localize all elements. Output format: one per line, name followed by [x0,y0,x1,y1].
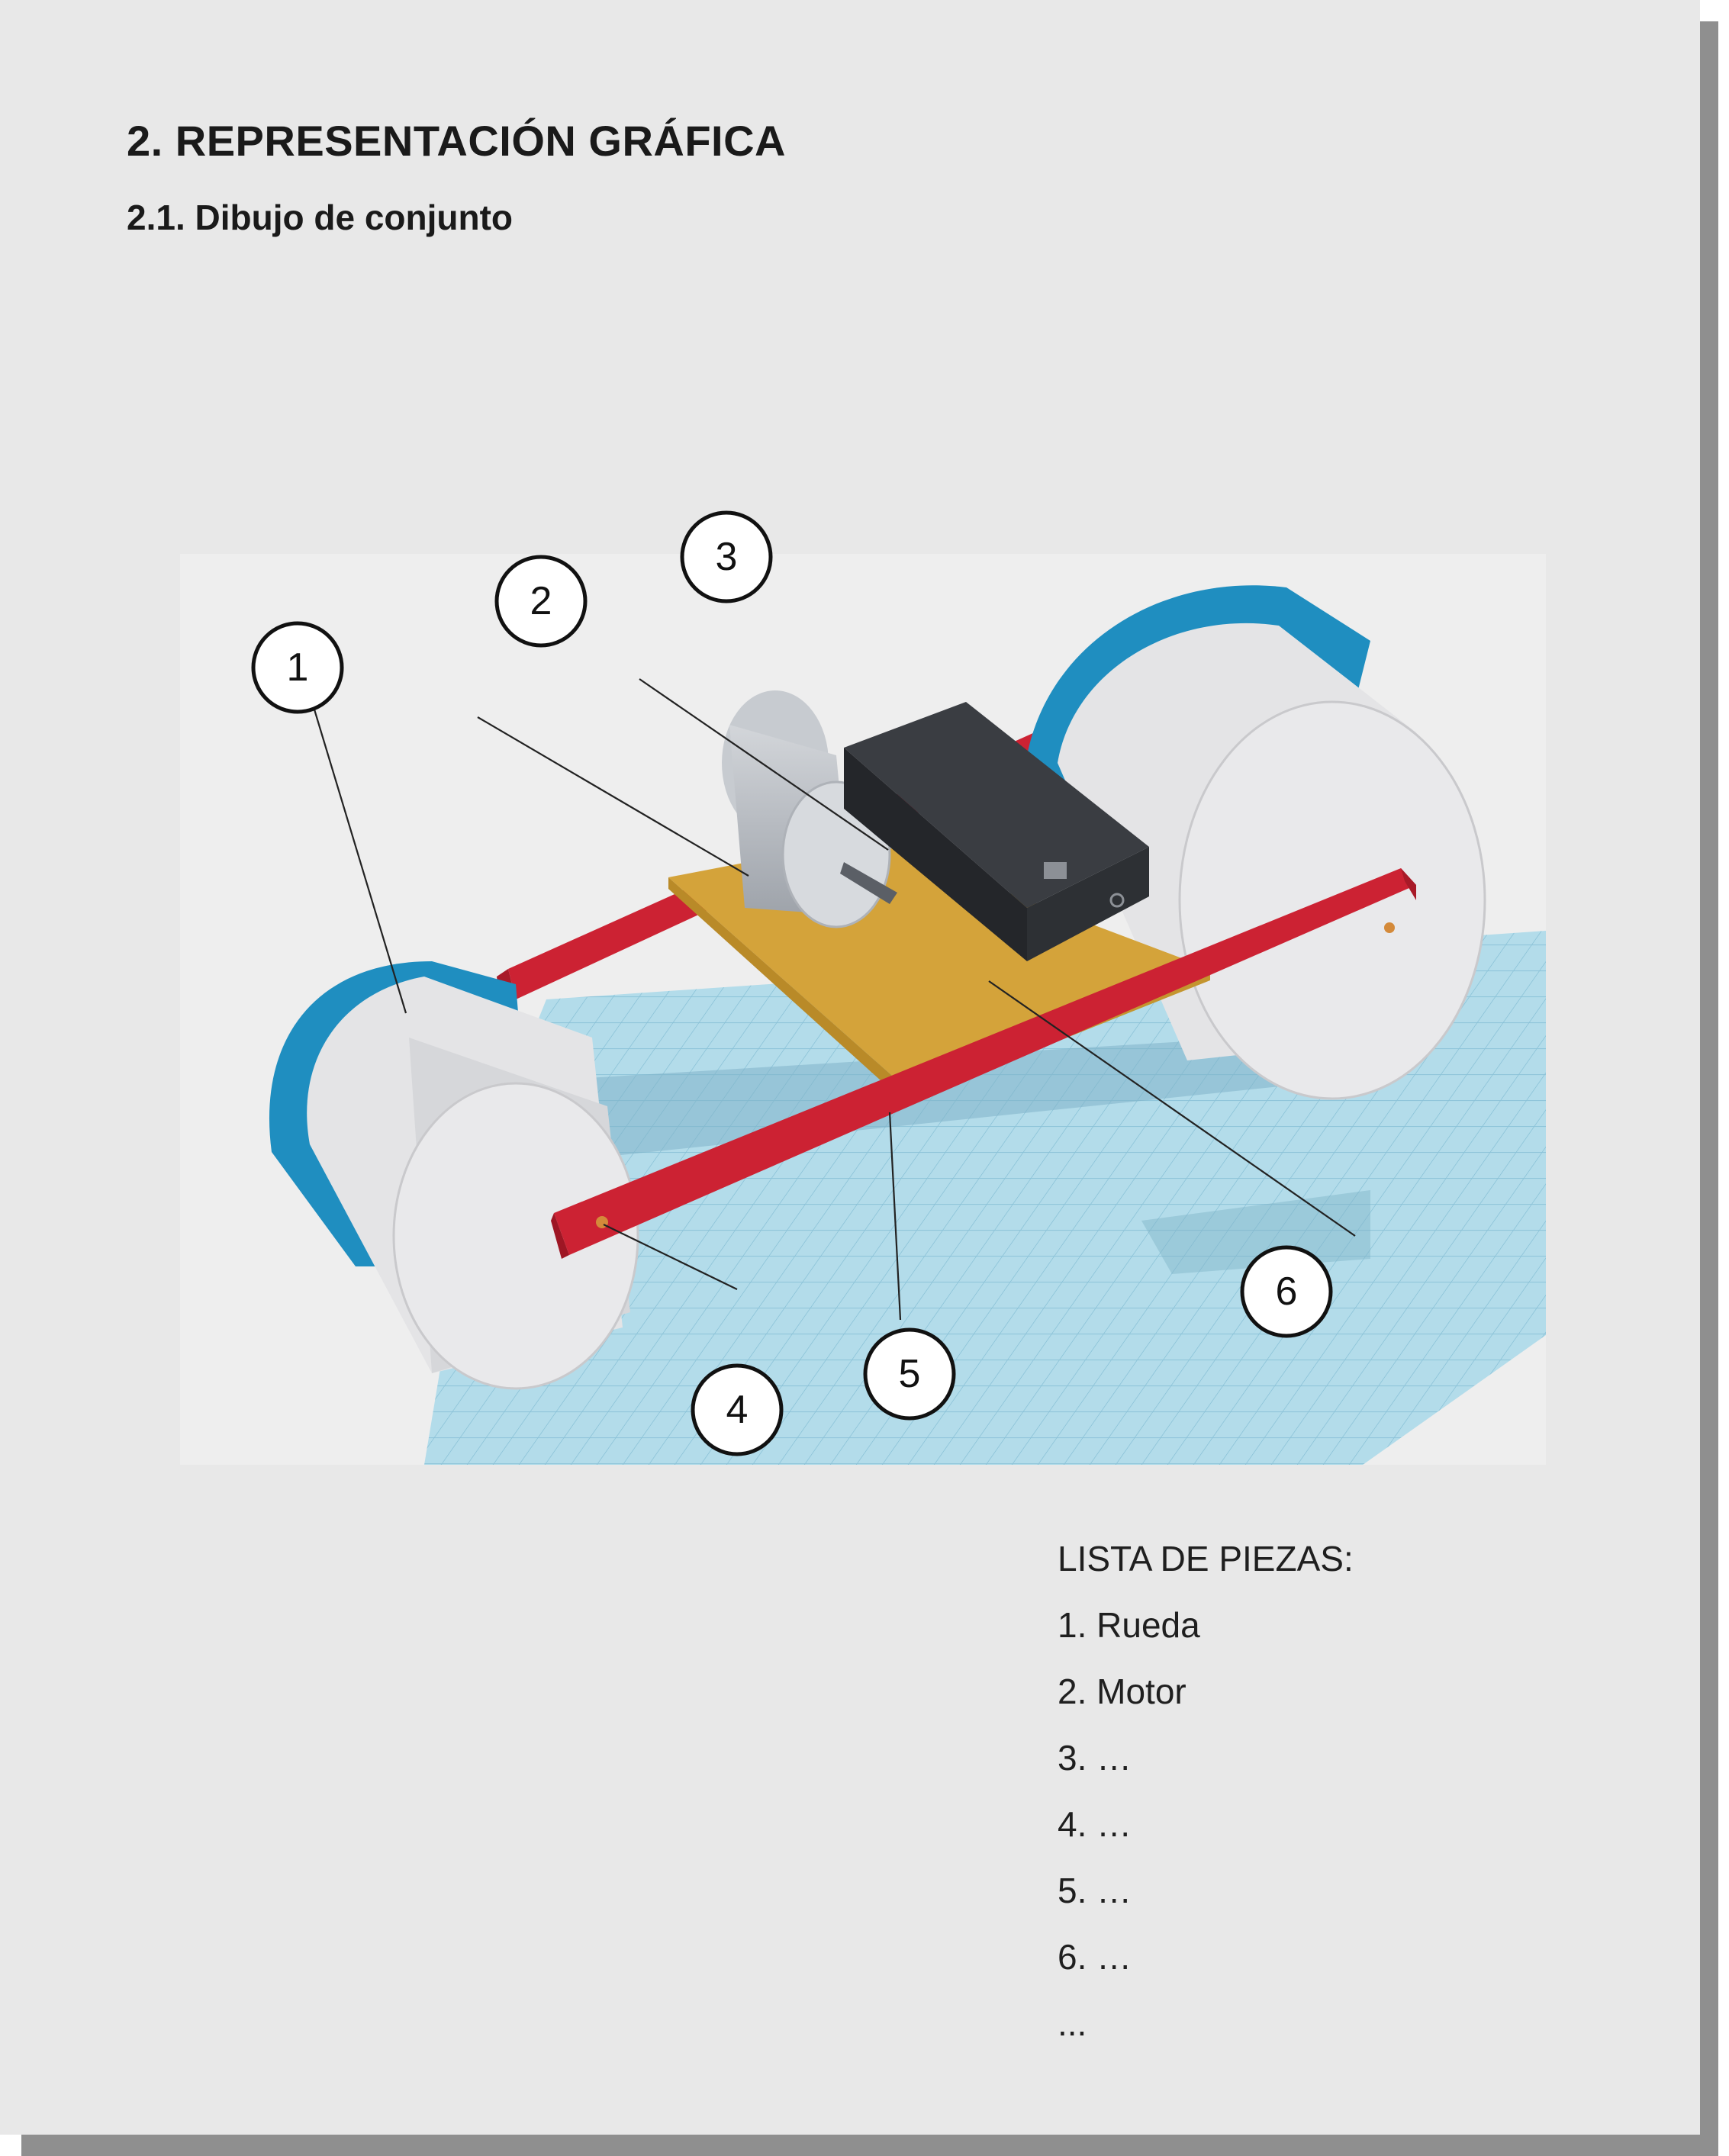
callout-2: 2 [494,555,588,648]
parts-list-title: LISTA DE PIEZAS: [1058,1539,1354,1578]
svg-text:3: 3 [716,535,738,579]
callout-5: 5 [863,1327,956,1421]
svg-text:4: 4 [726,1388,749,1432]
callout-1: 1 [251,621,344,714]
svg-text:1: 1 [287,645,309,690]
page-shadow-bottom [21,2135,1718,2156]
parts-list-item: 4. … [1058,1804,1132,1844]
assembly-drawing: 1 2 3 4 5 6 [180,510,1546,1465]
document-page: 2. REPRESENTACIÓN GRÁFICA 2.1. Dibujo de… [0,0,1700,2135]
parts-list-item: 5. … [1058,1871,1132,1910]
parts-list-item: 3. … [1058,1738,1132,1778]
front-frame-rail [551,868,1416,1259]
svg-text:6: 6 [1276,1269,1298,1314]
subsection-heading: 2.1. Dibujo de conjunto [127,198,513,237]
motor [722,690,897,928]
svg-text:5: 5 [899,1352,921,1396]
section-heading: 2. REPRESENTACIÓN GRÁFICA [127,117,786,165]
parts-list-ellipsis: ... [1058,2003,1087,2043]
callout-6: 6 [1240,1245,1333,1338]
callout-4: 4 [691,1363,784,1456]
parts-list-item: 2. Motor [1058,1672,1186,1711]
battery-box [844,702,1149,961]
left-wheel [269,961,639,1390]
callout-3: 3 [680,510,773,603]
parts-list-item: 6. … [1058,1937,1132,1977]
leader-lines [313,678,1356,1321]
parts-list-item: 1. Rueda [1058,1605,1200,1645]
page-shadow-right [1700,21,1718,2156]
svg-text:2: 2 [530,579,552,623]
parts-list: LISTA DE PIEZAS: 1. Rueda 2. Motor 3. … … [1058,1526,1354,2057]
